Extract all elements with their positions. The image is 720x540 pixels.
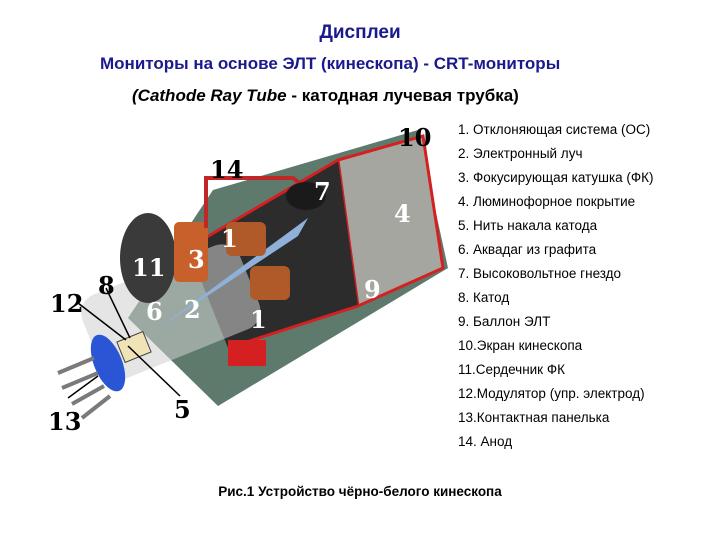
- deflection-coil-bottom: [250, 266, 290, 300]
- legend-item: 7. Высоковольтное гнездо: [458, 262, 654, 286]
- label-13: 13: [48, 407, 81, 436]
- label-2: 2: [184, 295, 201, 324]
- label-12: 12: [50, 289, 83, 318]
- crt-diagram: 1 1 2 3 4 5 6 7 8 9 10 11 12 13 14: [38, 118, 448, 438]
- page-subtitle-english: (Cathode Ray Tube - катодная лучевая тру…: [132, 86, 519, 106]
- legend-item: 9. Баллон ЭЛТ: [458, 310, 654, 334]
- subtitle-translation: - катодная лучевая трубка): [287, 86, 519, 105]
- legend-item: 14. Анод: [458, 430, 654, 454]
- label-1a: 1: [221, 224, 238, 253]
- legend-item: 8. Катод: [458, 286, 654, 310]
- legend-item: 1. Отклоняющая система (ОС): [458, 118, 654, 142]
- label-4: 4: [394, 199, 411, 228]
- label-14: 14: [210, 155, 243, 184]
- label-10: 10: [398, 123, 431, 152]
- label-5: 5: [174, 395, 191, 424]
- subtitle-english-term: (Cathode Ray Tube: [132, 86, 287, 105]
- legend-item: 11.Сердечник ФК: [458, 358, 654, 382]
- legend-item: 6. Аквадаг из графита: [458, 238, 654, 262]
- legend-item: 5. Нить накала катода: [458, 214, 654, 238]
- label-3: 3: [188, 245, 205, 274]
- legend-item: 13.Контактная панелька: [458, 406, 654, 430]
- legend-item: 10.Экран кинескопа: [458, 334, 654, 358]
- figure-caption: Рис.1 Устройство чёрно-белого кинескопа: [0, 484, 720, 499]
- page-title: Дисплеи: [0, 22, 720, 44]
- label-11: 11: [132, 253, 165, 282]
- legend-item: 4. Люминофорное покрытие: [458, 190, 654, 214]
- legend-item: 2. Электронный луч: [458, 142, 654, 166]
- legend-item: 3. Фокусирующая катушка (ФК): [458, 166, 654, 190]
- label-9: 9: [364, 275, 381, 304]
- page-subtitle: Мониторы на основе ЭЛТ (кинескопа) - CRT…: [100, 54, 560, 74]
- legend-item: 12.Модулятор (упр. электрод): [458, 382, 654, 406]
- label-6: 6: [146, 297, 163, 326]
- bottom-shield: [228, 340, 266, 366]
- label-7: 7: [314, 177, 331, 206]
- label-1b: 1: [250, 305, 267, 334]
- label-8: 8: [98, 271, 115, 300]
- component-legend: 1. Отклоняющая система (ОС) 2. Электронн…: [458, 118, 654, 454]
